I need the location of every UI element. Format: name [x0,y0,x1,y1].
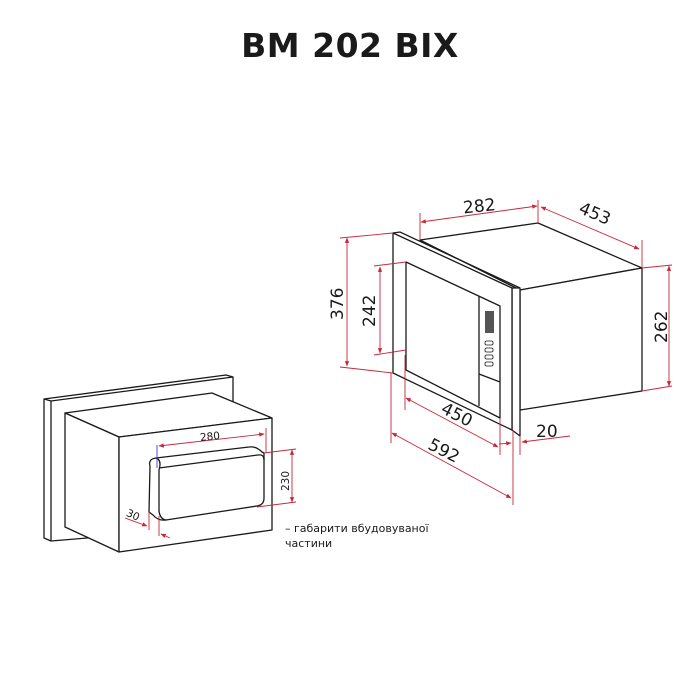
dim-offset: 30 [124,507,141,524]
dim-depth: 453 [576,199,614,230]
niche-drawing [43,374,273,553]
dim-opening-height: 230 [280,471,292,491]
dim-door-height: 242 [360,295,380,327]
legend-line-1: – габарити вбудовуваної [285,522,429,535]
dim-frame-width: 592 [425,435,463,468]
legend-line-2: частини [285,537,333,550]
dim-frame-thickness: 20 [536,422,558,442]
dim-opening-width: 280 [199,430,220,444]
control-buttons [484,340,494,367]
legend: – габарити вбудовуваної частини [285,521,429,551]
dim-frame-height: 376 [328,288,348,320]
dim-top-width: 282 [462,195,496,218]
niche-dimensions: 280 230 30 [124,428,297,539]
microwave-drawing [392,222,643,437]
page-title: BM 202 BIX [241,26,459,65]
dim-body-height: 262 [652,311,672,343]
